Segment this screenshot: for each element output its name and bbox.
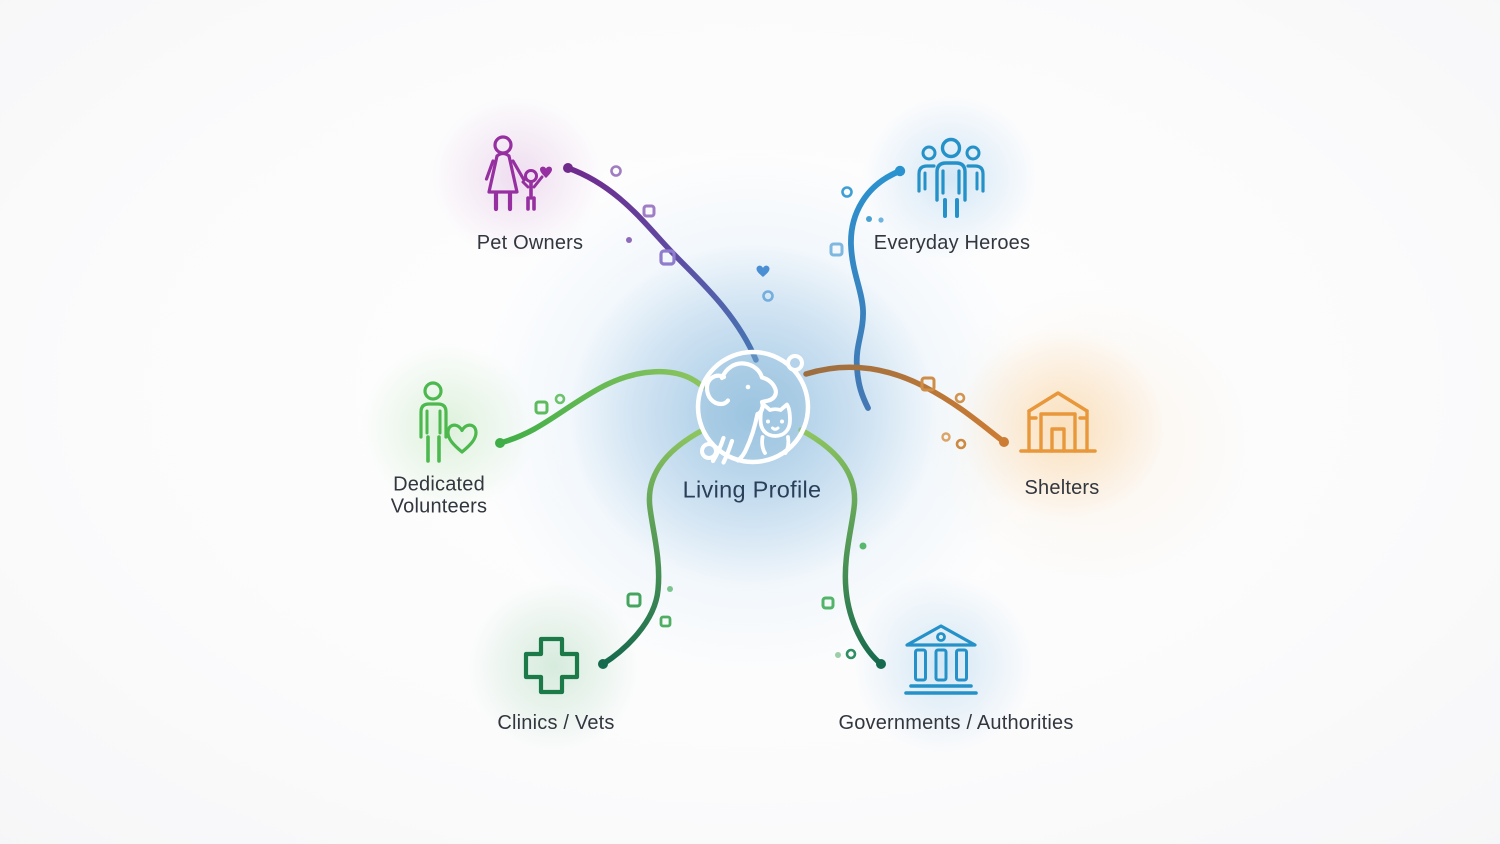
- curve-shelters: [803, 364, 1007, 445]
- governments-authorities-label: Governments / Authorities: [838, 711, 1074, 734]
- curve-volunteers: [497, 368, 706, 446]
- shelters-label: Shelters: [1024, 476, 1100, 499]
- decor-dot: [866, 216, 872, 222]
- curve-everyday-heroes: [848, 168, 903, 411]
- decor-square: [920, 376, 936, 392]
- curve-end-dot: [495, 438, 505, 448]
- medical-cross-icon: [523, 636, 580, 695]
- decor-square: [642, 204, 656, 218]
- everyday-heroes-label: Everyday Heroes: [873, 231, 1031, 254]
- center-label: Living Profile: [682, 476, 822, 503]
- volunteer-heart-icon: [419, 381, 478, 463]
- decor-circle: [762, 290, 774, 302]
- curve-clinics: [600, 427, 706, 667]
- dog-cat-icon: [704, 361, 792, 465]
- decor-circle: [941, 432, 951, 442]
- center-node: [695, 349, 811, 465]
- decor-square: [659, 615, 672, 628]
- people-group-icon: [917, 137, 985, 218]
- government-bank-icon: [904, 624, 978, 695]
- curve-end-dot: [894, 165, 906, 177]
- decor-green-left-route: [534, 393, 566, 415]
- connector-curves: [495, 163, 1009, 669]
- parent-child-icon: [484, 135, 552, 212]
- decor-clinics-route: [626, 586, 673, 628]
- decor-circle: [610, 165, 622, 177]
- curve-end-dot: [598, 659, 608, 669]
- decor-square: [626, 592, 642, 608]
- curve-pet-owners: [565, 165, 759, 363]
- decor-orange-route: [920, 376, 967, 450]
- decor-square: [821, 596, 835, 610]
- ring-node-dot: [786, 354, 804, 372]
- decor-square: [659, 249, 676, 266]
- decor-dot: [667, 586, 673, 592]
- decor-circle: [845, 648, 857, 660]
- decor-square: [534, 400, 549, 415]
- decor-square: [829, 242, 844, 257]
- pet-owners-label: Pet Owners: [476, 231, 584, 254]
- curve-end-dot: [876, 659, 886, 669]
- decor-purple-route: [610, 165, 774, 302]
- curve-end-dot: [563, 163, 573, 173]
- curve-governments: [798, 427, 884, 667]
- shelter-house-icon: [1019, 391, 1097, 453]
- ring-node-dot: [700, 442, 718, 460]
- decor-dot: [878, 217, 884, 223]
- small-heart-icon: [756, 265, 770, 277]
- decor-circle: [554, 393, 566, 405]
- decor-dot: [859, 542, 867, 550]
- dedicated-volunteers-label: Dedicated Volunteers: [390, 473, 488, 518]
- clinics-vets-label: Clinics / Vets: [497, 711, 615, 734]
- decor-circle: [955, 438, 967, 450]
- decor-circle: [954, 392, 966, 404]
- decor-circle: [841, 186, 853, 198]
- decor-dot: [835, 652, 841, 658]
- curve-end-dot: [999, 437, 1009, 447]
- decor-blue-route: [829, 186, 884, 257]
- decor-dot: [626, 237, 632, 243]
- decor-governments-route: [821, 542, 867, 660]
